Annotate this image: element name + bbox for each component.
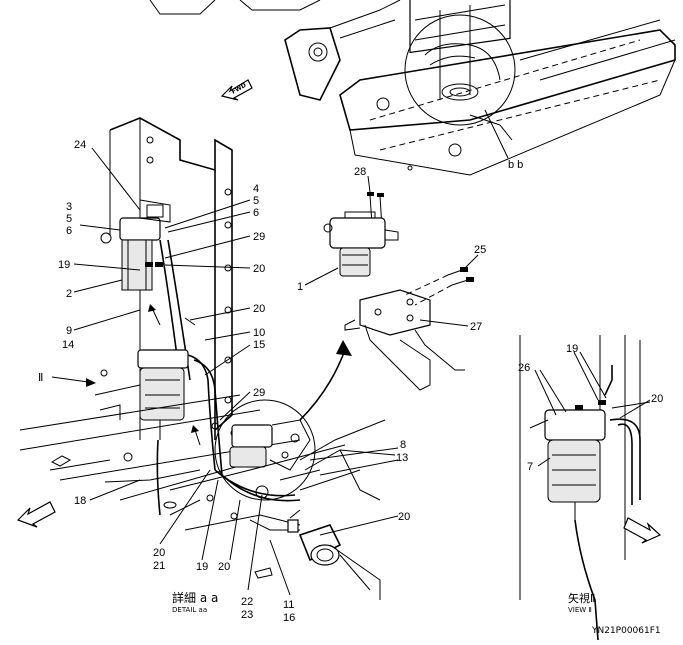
detail-aa-caption-en: DETAIL aa	[172, 606, 207, 614]
callout-27: 27	[470, 321, 482, 333]
callout-20: 20	[651, 393, 663, 405]
callout-6: 6	[66, 225, 72, 237]
callout-5: 5	[66, 213, 72, 225]
view-ii-assembly	[519, 335, 641, 641]
captions: 詳細 a a DETAIL aa 矢視Ⅱ VIEW Ⅱ YN21P00061F1	[172, 590, 661, 636]
callout-19: 19	[196, 561, 208, 573]
callout-14: 14	[62, 339, 74, 351]
view-ii-caption-en: VIEW Ⅱ	[568, 606, 592, 614]
exploded-view	[323, 192, 474, 391]
view-marker-label: Ⅱ	[38, 372, 43, 384]
callout-5: 5	[253, 195, 259, 207]
callout-10: 10	[253, 327, 265, 339]
leader-lines	[73, 109, 651, 596]
callout-1: 1	[297, 281, 303, 293]
detail-aa-assembly	[19, 117, 301, 516]
callout-29: 29	[253, 387, 265, 399]
detail-bb-label: b b	[508, 159, 523, 171]
lower-pipe	[169, 444, 381, 600]
callout-19: 19	[566, 343, 578, 355]
callout-18: 18	[74, 495, 86, 507]
fwd-arrow-icon	[16, 501, 56, 528]
detail-aa-caption-jp: 詳細 a a	[172, 590, 218, 605]
callout-28: 28	[354, 166, 366, 178]
callout-6: 6	[253, 207, 259, 219]
callout-26: 26	[518, 362, 530, 374]
fwd-arrow-icon: FWD	[220, 79, 253, 101]
callout-20: 20	[253, 303, 265, 315]
callout-20: 20	[218, 561, 230, 573]
callout-15: 15	[253, 339, 265, 351]
callout-21: 21	[153, 560, 165, 572]
callout-20: 20	[398, 511, 410, 523]
figure-id: YN21P00061F1	[591, 626, 661, 636]
callout-19: 19	[58, 259, 70, 271]
callout-2: 2	[66, 288, 72, 300]
callout-3: 3	[66, 201, 72, 213]
callout-29: 29	[253, 231, 265, 243]
detail-arrow	[299, 340, 352, 421]
callout-16: 16	[283, 612, 295, 624]
callout-4: 4	[253, 183, 259, 195]
callout-13: 13	[396, 452, 408, 464]
callout-9: 9	[66, 325, 72, 337]
callout-24: 24	[74, 139, 86, 151]
section-arrow-icon: Ⅱ	[38, 372, 96, 387]
upper-chassis	[149, 0, 676, 176]
fwd-arrow-icon	[623, 517, 662, 544]
callout-25: 25	[474, 244, 486, 256]
callout-labels: 24 3 5 6 19 2 9 14 4 5 6 29 20 20 10 15 …	[58, 139, 663, 624]
callout-11: 11	[283, 599, 294, 611]
callout-22: 22	[241, 596, 253, 608]
callout-7: 7	[527, 461, 533, 473]
callout-20: 20	[253, 263, 265, 275]
detail-circle-lower	[211, 399, 396, 502]
callout-20: 20	[153, 547, 165, 559]
callout-23: 23	[241, 609, 253, 621]
view-ii-caption-jp: 矢視Ⅱ	[568, 591, 595, 605]
callout-8: 8	[400, 439, 406, 451]
